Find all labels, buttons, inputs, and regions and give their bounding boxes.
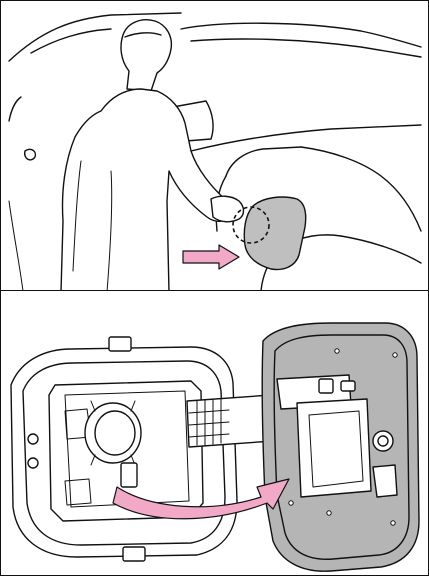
panel-open-fuel-door bbox=[0, 0, 429, 291]
panel-fuel-door-open bbox=[0, 290, 429, 576]
open-fuel-door-scene bbox=[1, 1, 429, 291]
fuel-door-hinge-icon bbox=[187, 395, 273, 447]
fuel-door-panel-icon bbox=[262, 323, 419, 571]
person-icon bbox=[61, 20, 244, 291]
fuel-door-open-scene bbox=[1, 291, 429, 576]
push-arrow-icon bbox=[183, 245, 239, 269]
